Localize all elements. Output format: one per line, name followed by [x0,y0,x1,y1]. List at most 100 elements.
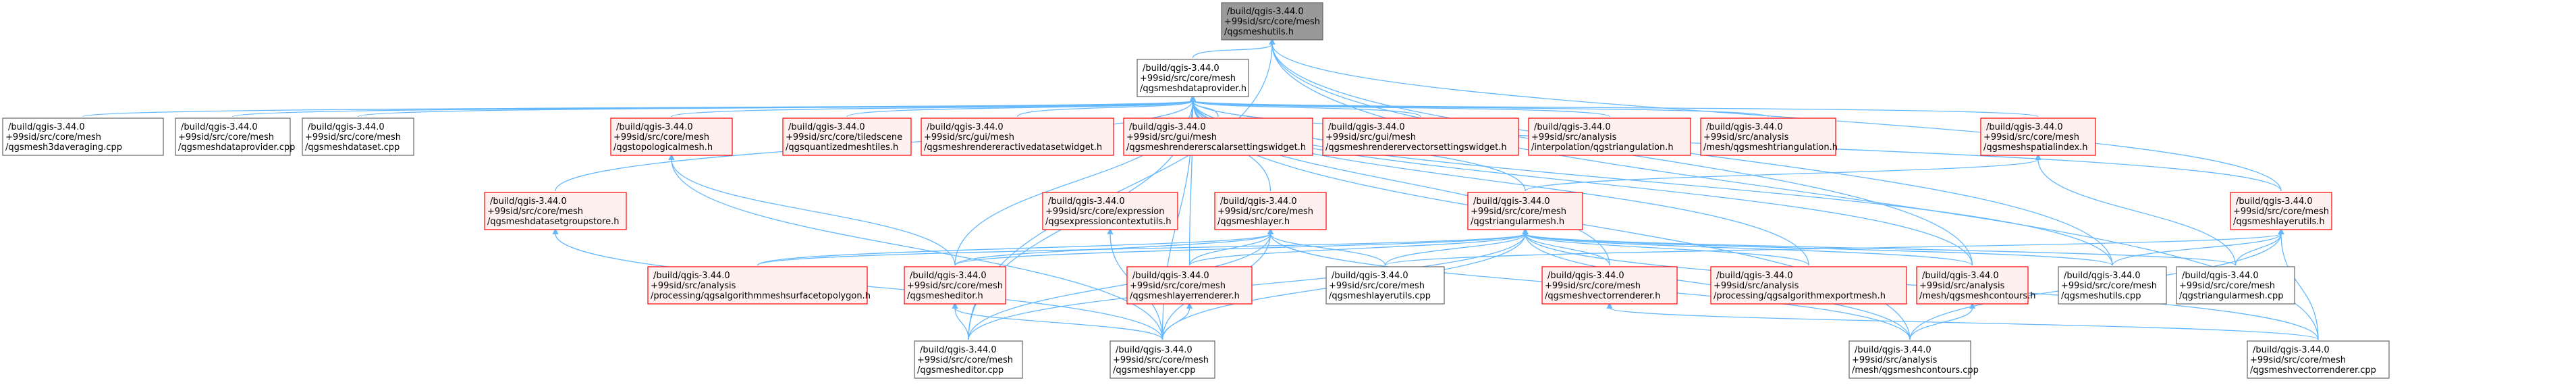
node-label-line: /qgstopologicalmesh.h [613,142,713,153]
graph-node-meshlayerrenderer-h[interactable]: /build/qgis-3.44.0+99sid/src/core/mesh/q… [1126,266,1253,305]
node-box [2,118,164,156]
node-label-line: /build/qgis-3.44.0 [8,122,85,132]
node-label-line: /build/qgis-3.44.0 [2236,197,2313,207]
graph-node-meshvectorrenderer-h[interactable]: /build/qgis-3.44.0+99sid/src/core/mesh/q… [1541,266,1678,305]
graph-node-meshdataprovider-h[interactable]: /build/qgis-3.44.0+99sid/src/core/mesh/q… [1136,59,1249,97]
graph-node-meshdataprovider-cpp[interactable]: /build/qgis-3.44.0+99sid/src/core/mesh/q… [175,118,295,156]
graph-node-rendererscalar-h[interactable]: /build/qgis-3.44.0+99sid/src/gui/mesh/qg… [1123,118,1313,156]
graph-node-exportmesh-h[interactable]: /build/qgis-3.44.0+99sid/src/analysis/pr… [1710,266,1907,305]
node-box [302,118,414,156]
graph-node-triangularmesh-h[interactable]: /build/qgis-3.44.0+99sid/src/core/mesh/q… [1467,192,1583,230]
graph-node-meshspatialindex-h[interactable]: /build/qgis-3.44.0+99sid/src/core/mesh/q… [1980,118,2096,156]
node-box [1916,266,2029,305]
graph-node-renderervector-h[interactable]: /build/qgis-3.44.0+99sid/src/gui/mesh/qg… [1322,118,1519,156]
node-label-line: +99sid/src/core/mesh [613,132,709,142]
node-label-line: /build/qgis-3.44.0 [181,122,258,132]
graph-node-meshutils-cpp[interactable]: /build/qgis-3.44.0+99sid/src/core/mesh/q… [2058,266,2167,305]
graph-node-meshlayerutils-cpp[interactable]: /build/qgis-3.44.0+99sid/src/core/mesh/q… [1325,266,1445,305]
node-box [2247,340,2390,379]
graph-node-meshlayerutils-h[interactable]: /build/qgis-3.44.0+99sid/src/core/mesh/q… [2230,192,2332,230]
graph-node-rendereractivedataset-h[interactable]: /build/qgis-3.44.0+99sid/src/gui/mesh/qg… [921,118,1114,156]
edge-topologicalmesh-h-to-meshlayer-cpp [668,153,1163,340]
node-label-line: /qgsmesheditor.h [907,291,983,301]
node-label-line: +99sid/src/core/expression [1045,207,1164,217]
node-label-line: /build/qgis-3.44.0 [2253,345,2330,355]
node-label-line: /build/qgis-3.44.0 [1473,197,1550,207]
node-box [1700,118,1836,156]
node-box [1541,266,1678,305]
node-box [2058,266,2167,305]
node-label-line: /qgsmeshspatialindex.h [1983,142,2088,153]
node-label-line: +99sid/src/core/mesh [1217,207,1313,217]
node-label-line: /build/qgis-3.44.0 [1328,122,1405,132]
node-label-line: +99sid/src/analysis [1714,281,1799,291]
node-label-line: /build/qgis-3.44.0 [1132,271,1209,281]
graph-node-topologicalmesh-h[interactable]: /build/qgis-3.44.0+99sid/src/core/mesh/q… [610,118,733,156]
graph-node-exprcontextutils-h[interactable]: /build/qgis-3.44.0+99sid/src/core/expres… [1042,192,1178,230]
graph-node-meshcontours-cpp[interactable]: /build/qgis-3.44.0+99sid/src/analysis/me… [1848,340,1979,379]
graph-node-meshcontours-h[interactable]: /build/qgis-3.44.0+99sid/src/analysis/me… [1916,266,2036,305]
node-label-line: /build/qgis-3.44.0 [927,122,1004,132]
edge-meshlayerutils-h-to-meshlayerutils-cpp [1384,228,2284,266]
node-label-line: +99sid/src/analysis [1703,132,1789,142]
edge-meshdataprovider-h-to-meshdataprovider-cpp [232,95,1196,118]
node-label-line: /qgsmeshlayer.cpp [1113,365,1196,375]
node-label-line: +99sid/src/core/mesh [1471,207,1566,217]
graph-node-meshlayer-cpp[interactable]: /build/qgis-3.44.0+99sid/src/core/mesh/q… [1109,340,1215,379]
edge-meshspatialindex-h-to-triangularmesh-h [1525,153,2041,192]
node-label-line: /qgsmeshvectorrenderer.h [1545,291,1660,301]
edge-meshdataprovider-h-to-renderervector-h [1189,95,1421,118]
node-box [921,118,1114,156]
node-box [1042,192,1178,230]
node-label-line: /build/qgis-3.44.0 [1048,197,1125,207]
node-label-line: /qgstriangularmesh.h [1471,217,1564,227]
edge-meshlayerutils-h-to-meshvectorrenderer-cpp [2278,228,2319,340]
graph-node-meshdatasetgroupstore-h[interactable]: /build/qgis-3.44.0+99sid/src/core/mesh/q… [484,192,627,230]
edge-meshlayerrenderer-h-to-meshlayer-cpp [1161,302,1193,340]
node-label-line: /qgsmesheditor.cpp [917,365,1004,375]
graph-node-mesh3daveraging-cpp[interactable]: /build/qgis-3.44.0+99sid/src/core/mesh/q… [2,118,164,156]
node-label-line: /qgsmeshutils.cpp [2061,291,2141,301]
node-label-line: /build/qgis-3.44.0 [920,345,997,355]
graph-node-triangularmesh-cpp[interactable]: /build/qgis-3.44.0+99sid/src/core/mesh/q… [2176,266,2295,305]
graph-node-meshtriangulation-h[interactable]: /build/qgis-3.44.0+99sid/src/analysis/me… [1700,118,1838,156]
edge-meshdataprovider-h-to-meshdataset-cpp [357,95,1196,118]
node-label-line: +99sid/src/analysis [651,281,736,291]
graph-node-mesheditor-h[interactable]: /build/qgis-3.44.0+99sid/src/core/mesh/q… [904,266,1006,305]
node-label-line: /build/qgis-3.44.0 [308,122,385,132]
graph-node-meshdataset-cpp[interactable]: /build/qgis-3.44.0+99sid/src/core/mesh/q… [302,118,414,156]
node-label-line: /build/qgis-3.44.0 [1220,197,1297,207]
edge-meshdataprovider-h-to-meshtriangulation-h [1190,95,1769,118]
node-label-line: /qgsmeshrendererscalarsettingswidget.h [1126,142,1306,153]
node-label-line: +99sid/src/core/mesh [1140,74,1236,84]
node-box [1528,118,1691,156]
node-label-line: /qgsquantizedmeshtiles.h [786,142,898,153]
node-label-line: /mesh/qgsmeshcontours.h [1919,291,2036,301]
node-box [1848,340,1971,379]
node-box [610,118,733,156]
node-label-line: +99sid/src/core/tiledscene [786,132,902,142]
graph-node-quantizedmeshtiles-h[interactable]: /build/qgis-3.44.0+99sid/src/core/tileds… [782,118,912,156]
node-label-line: /build/qgis-3.44.0 [1855,345,1931,355]
node-label-line: /qgsmeshdatasetgroupstore.h [487,217,620,227]
node-label-line: /build/qgis-3.44.0 [1534,122,1611,132]
node-label-line: /build/qgis-3.44.0 [910,271,987,281]
graph-node-meshvectorrenderer-cpp[interactable]: /build/qgis-3.44.0+99sid/src/core/mesh/q… [2247,340,2390,379]
node-label-line: +99sid/src/analysis [1852,355,1938,365]
graph-node-surfacetopolygon-h[interactable]: /build/qgis-3.44.0+99sid/src/analysis/pr… [647,266,871,305]
node-box [1710,266,1907,305]
node-label-line: /qgsmeshdataset.cpp [305,142,400,153]
node-label-line: +99sid/src/core/mesh [5,132,101,142]
node-box [1322,118,1519,156]
edge-meshutils-h-to-meshdataprovider-h [1192,38,1276,59]
graph-node-meshutils-h[interactable]: /build/qgis-3.44.0+99sid/src/core/mesh/q… [1221,2,1323,41]
node-label-line: /build/qgis-3.44.0 [1129,122,1206,132]
graph-node-interp-triangulation-h[interactable]: /build/qgis-3.44.0+99sid/src/analysis/in… [1528,118,1691,156]
node-label-line: /build/qgis-3.44.0 [2182,271,2259,281]
graph-node-mesheditor-cpp[interactable]: /build/qgis-3.44.0+99sid/src/core/mesh/q… [914,340,1023,379]
node-label-line: +99sid/src/core/mesh [2233,207,2329,217]
edge-meshutils-h-to-meshutils-cpp [1269,38,2113,266]
node-box [1214,192,1327,230]
graph-node-meshlayer-h[interactable]: /build/qgis-3.44.0+99sid/src/core/mesh/q… [1214,192,1327,230]
node-label-line: /mesh/qgsmeshtriangulation.h [1703,142,1838,153]
